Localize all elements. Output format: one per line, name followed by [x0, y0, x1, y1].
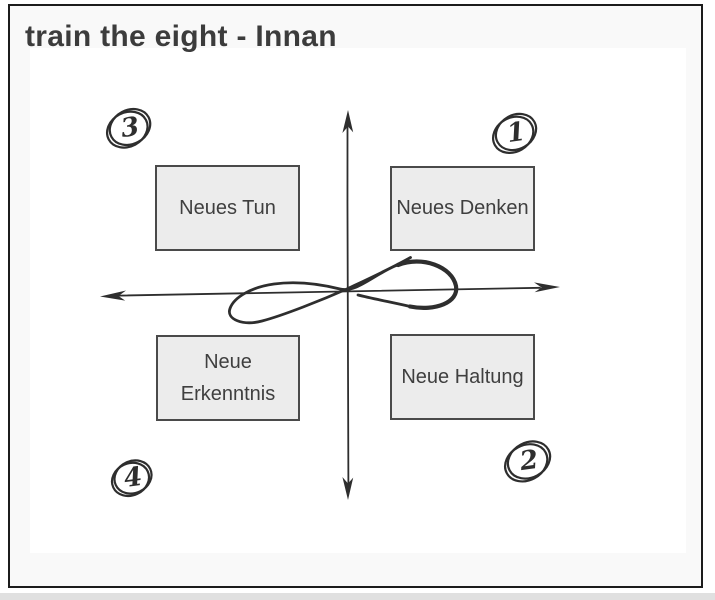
quadrant-box-label: Neue Haltung [401, 365, 524, 388]
diagram-canvas [30, 48, 686, 553]
quadrant-box-label: Neues Tun [179, 196, 276, 219]
quadrant-box-neues-denken: Neues Denken [390, 166, 535, 251]
quadrant-box-neues-tun: Neues Tun [155, 165, 300, 251]
page-title: train the eight - Innan [25, 20, 337, 53]
window-edge-strip [0, 593, 715, 600]
quadrant-box-label: Neues Denken [396, 197, 529, 220]
quadrant-box-label: Neue Erkenntnis [180, 350, 276, 405]
quadrant-box-neue-haltung: Neue Haltung [390, 334, 535, 420]
quadrant-box-neue-erkenntnis: Neue Erkenntnis [156, 335, 300, 421]
